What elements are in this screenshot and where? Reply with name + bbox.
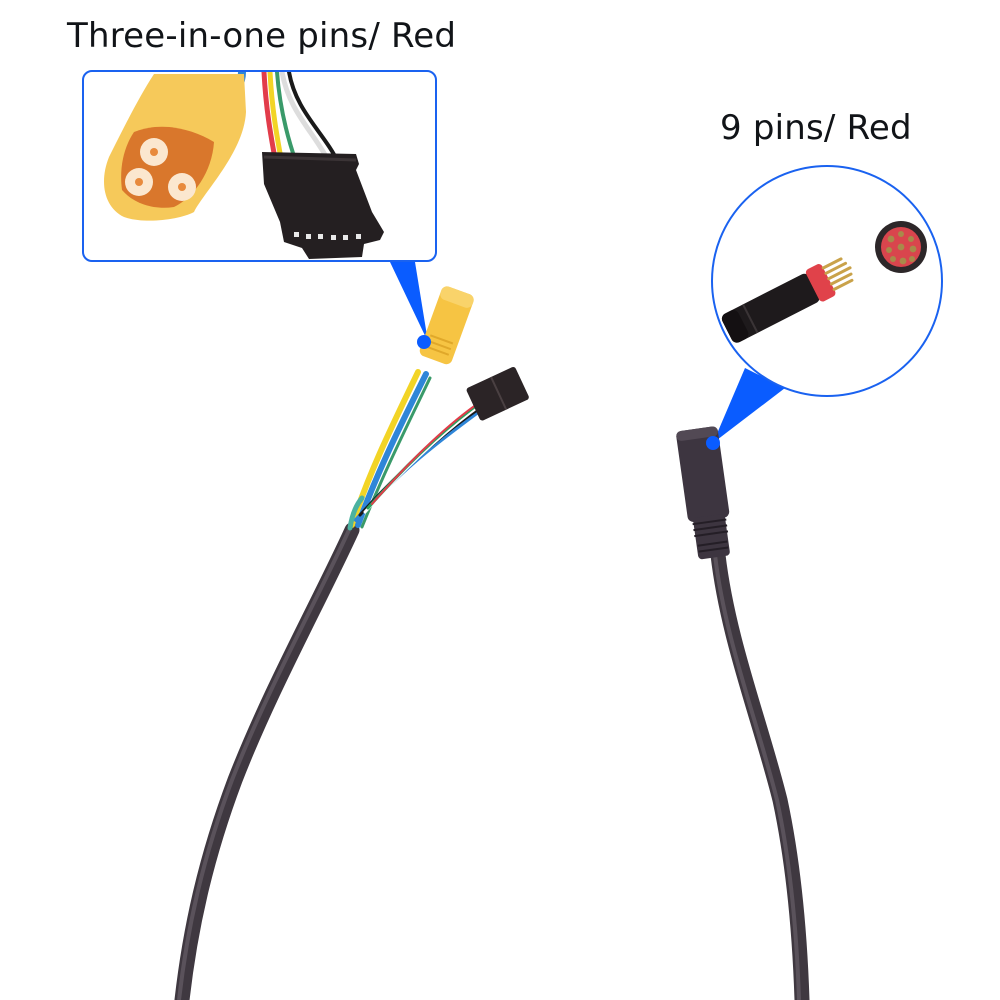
right-callout-inset — [711, 165, 943, 397]
inset-wires — [234, 72, 341, 167]
breakout-wires — [347, 369, 487, 531]
left-callout-dot — [417, 335, 431, 349]
black-plug — [466, 366, 529, 421]
inset-9pin-male-icon — [721, 257, 854, 343]
left-callout-inset — [82, 70, 437, 262]
inset-9pin-female-icon — [875, 221, 927, 273]
left-cable — [174, 522, 360, 1000]
right-callout-dot — [706, 436, 720, 450]
left-callout-pointer — [390, 262, 428, 342]
right-cable — [710, 547, 810, 1000]
right-female-connector — [676, 426, 730, 560]
right-callout-label: 9 pins/ Red — [720, 108, 912, 148]
inset-yellow-3pin-icon — [104, 74, 246, 221]
yellow-connector — [419, 286, 474, 365]
left-callout-label: Three-in-one pins/ Red — [67, 16, 457, 56]
right-callout-pointer — [713, 368, 785, 443]
inset-black-6pin-icon — [262, 152, 384, 259]
